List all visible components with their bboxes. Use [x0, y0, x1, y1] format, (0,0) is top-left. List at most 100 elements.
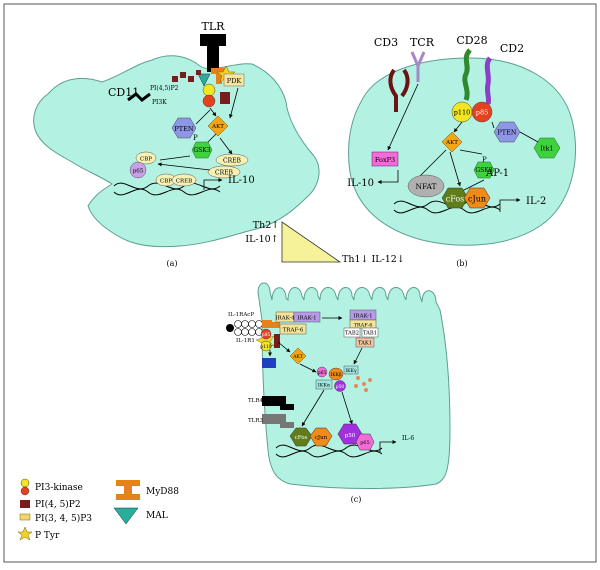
p85-label-c: p85	[262, 332, 271, 338]
pten-hex	[171, 117, 197, 139]
akt-inhibits-gsk-b	[459, 149, 483, 155]
p65-circle-c	[316, 366, 328, 378]
akt-diamond	[207, 115, 229, 137]
ikka-box	[315, 379, 333, 390]
pten-label: PTEN	[174, 125, 193, 133]
pdk-to-akt-arrow	[228, 87, 239, 119]
cd2-label: CD2	[500, 42, 524, 55]
p110-label: p110	[454, 109, 471, 117]
legend-pi3k-label: PI3-kinase	[35, 483, 83, 493]
irak4-label: IRAK-4	[275, 316, 295, 322]
to-cfos-arrow	[301, 389, 325, 427]
p65-label: p65	[133, 169, 144, 175]
cd2-receptor	[484, 56, 493, 105]
creb-label-2: CREB	[215, 170, 233, 177]
pdk-label: PDK	[227, 77, 242, 85]
cbp-label-2: CBP	[160, 179, 172, 185]
pten-hex-b	[493, 121, 521, 143]
myd88-block	[211, 68, 227, 74]
itk-inhibits-pten	[519, 131, 539, 143]
blue-signal-box	[262, 358, 276, 368]
akt-diamond-c	[289, 347, 307, 365]
cbp-label-1: CBP	[140, 157, 152, 163]
traf6-label-b: TRAF-6	[354, 323, 373, 329]
irak1-label-b: IRAK-1	[353, 314, 372, 320]
p110-circle-c	[260, 340, 272, 352]
nfat-oval	[407, 174, 445, 198]
p50-hex-c	[337, 423, 363, 445]
pi3k-to-akt-c	[277, 341, 291, 353]
cd3-receptor	[388, 68, 398, 112]
tab2-label: TAB2	[345, 331, 359, 337]
ap1-label: AP-1	[485, 168, 509, 179]
irak1-label: IRAK-1	[297, 316, 316, 322]
tcr-receptor	[410, 51, 426, 82]
tlr-receptor	[207, 44, 219, 72]
mal-triangle	[197, 73, 211, 87]
p50-label-c2: p50	[345, 433, 356, 439]
myd88-stem	[216, 74, 222, 84]
cjun-label-b: cJun	[468, 195, 486, 204]
akt-to-ikk-arrow	[299, 363, 317, 373]
foxp3-label: FoxP3	[375, 156, 395, 164]
il6-label: IL-6	[402, 435, 414, 442]
tab1-label: TAB1	[363, 331, 377, 337]
p85-circle-c	[260, 328, 272, 340]
legend-mal-icon	[113, 507, 139, 525]
pip2-label: PI(4,5)P2	[150, 85, 179, 92]
macrophage-cell	[33, 55, 320, 248]
il6-promoter-arrow	[379, 440, 397, 452]
dna-strand-a2	[113, 188, 221, 196]
legend-pi3k-icon-top	[20, 478, 30, 488]
cbp-oval-1	[135, 151, 157, 165]
cd11-receptor	[127, 92, 151, 102]
il10-promoter-arrow-a	[203, 178, 223, 190]
pten-inhibit-b	[491, 121, 495, 129]
akt-label: AKT	[211, 124, 224, 130]
myd88-block-c2	[272, 322, 280, 328]
p85-label: p85	[476, 109, 488, 117]
ap1-arrow	[459, 179, 485, 193]
gsk-inhibits-cbp	[159, 155, 191, 161]
traf6-box	[279, 323, 307, 335]
pi3k-to-akt-arrow	[209, 107, 217, 117]
gsk-hex-b	[473, 161, 495, 179]
cjun-hex-c	[309, 427, 333, 447]
th1-il12-label: Th1↓ IL-12↓	[342, 254, 405, 265]
dna-strand-c2	[275, 450, 383, 458]
legend-pip3-label: PI(3, 4, 5)P3	[35, 513, 92, 524]
cd28-receptor	[462, 48, 472, 101]
gsk-hex	[191, 141, 213, 159]
ikkb-oval	[328, 367, 344, 381]
legend-pi3k-icon-bottom	[20, 486, 30, 496]
pip-stick-c	[274, 334, 280, 348]
cd3-label: CD3	[374, 36, 398, 49]
il10-label-a: IL-10	[228, 175, 255, 186]
gsk-label: GSK3	[193, 147, 210, 154]
creb-oval-2	[207, 165, 241, 179]
pten-inhibit-line	[195, 109, 211, 125]
pdk-box	[223, 73, 245, 87]
akt-to-creb-arrow	[219, 137, 233, 155]
legend-pip2-icon	[20, 500, 30, 508]
traf6-label: TRAF-6	[283, 328, 304, 334]
nfat-label: NFAT	[415, 182, 436, 191]
creb-label-1: CREB	[223, 158, 241, 165]
irak1-box	[293, 311, 321, 323]
th2-label: Th2↑	[253, 220, 279, 231]
tlr3-tail	[280, 422, 294, 428]
il1racp-label: IL-1RAcP	[228, 312, 254, 318]
panel-b-caption: (b)	[456, 259, 467, 268]
to-p50-arrow	[341, 391, 353, 425]
panel-a-caption: (a)	[166, 259, 177, 268]
p65-label-c: p65	[318, 370, 327, 376]
tlr4-tail	[280, 404, 294, 410]
akt-to-ap1-arrow	[449, 151, 461, 187]
p85-circle	[471, 101, 493, 123]
panel-c-caption: (c)	[351, 495, 362, 504]
tab1-box	[361, 327, 379, 338]
cjun-hex-b	[463, 187, 491, 209]
akt-label-b: AKT	[445, 140, 458, 146]
